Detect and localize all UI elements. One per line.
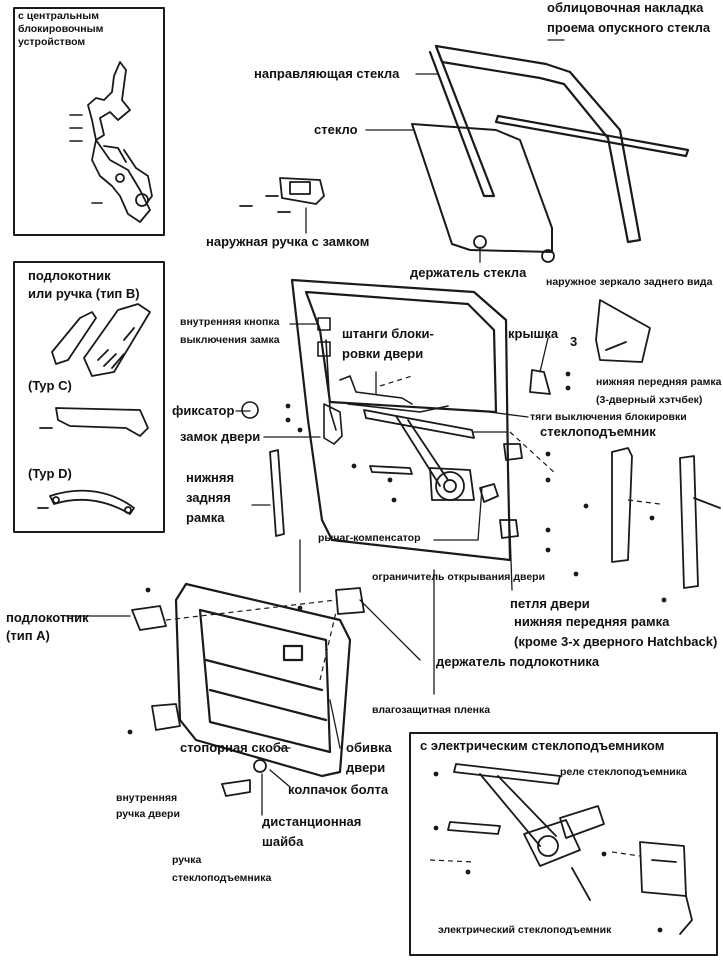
label-glass-guide: направляющая стекла xyxy=(254,66,400,81)
central-lock-mechanism xyxy=(87,61,153,223)
label-spacer-2: шайба xyxy=(262,834,304,849)
label-outer-handle: наружная ручка с замком xyxy=(206,234,370,249)
screw-icon xyxy=(127,371,667,933)
label-glass: стекло xyxy=(314,122,358,137)
label-door-lock: замок двери xyxy=(180,429,261,444)
label-rear-mirror: наружное зеркало заднего вида xyxy=(546,276,713,288)
label-facing-1: облицовочная накладка xyxy=(547,0,704,15)
label-compensator: рычаг-компенсатор xyxy=(318,532,421,544)
label-inner-handle-1: внутренняя xyxy=(116,792,178,804)
screw-icon xyxy=(69,114,103,204)
lower-front-frame xyxy=(611,447,721,589)
label-door-check: ограничитель открывания двери xyxy=(372,571,546,583)
armrest-type-b xyxy=(51,303,151,377)
door-lock-rods xyxy=(241,317,449,445)
power-window-regulator xyxy=(447,763,581,867)
label-power-relay: реле стеклоподъемника xyxy=(560,766,687,778)
armrest-type-a xyxy=(131,605,167,631)
door-hinge xyxy=(479,443,523,539)
motor xyxy=(559,805,605,901)
armrest-type-d xyxy=(37,489,135,515)
label-armrest-b-2: или ручка (тип B) xyxy=(28,286,140,301)
label-facing-2: проема опускного стекла xyxy=(547,20,711,35)
label-lower-rear-1: нижняя xyxy=(186,470,235,485)
label-window-regulator: стеклоподъемник xyxy=(540,424,656,439)
label-moisture-film: влагозащитная пленка xyxy=(372,704,491,716)
label-inner-lock-2: выключения замка xyxy=(180,334,280,346)
power-window-inset-box xyxy=(409,732,718,956)
label-glass-holder: держатель стекла xyxy=(410,265,527,280)
label-typ-c: (Typ C) xyxy=(28,378,72,393)
label-unlock-rods: тяги выключения блокировки xyxy=(530,411,687,423)
door-trim-panel xyxy=(174,582,352,778)
label-num-3: 3 xyxy=(570,334,578,349)
label-door-trim-1: обивка xyxy=(346,740,392,755)
label-door-trim-2: двери xyxy=(346,760,386,775)
armrest-holder xyxy=(335,587,365,615)
label-door-hinge: петля двери xyxy=(510,596,590,611)
label-armrest-b-1: подлокотник xyxy=(28,268,111,283)
window-regulator xyxy=(363,409,475,501)
armrest-types-inset-box xyxy=(13,261,165,533)
label-lower-front-2: (кроме 3-х дверного Hatchback) xyxy=(514,634,718,649)
inner-door-handle xyxy=(151,703,181,731)
label-inner-lock-1: внутренняя кнопка xyxy=(180,316,280,328)
label-cover: крышка xyxy=(508,326,559,341)
lower-rear-frame xyxy=(269,449,285,537)
regulator-handle xyxy=(221,779,251,797)
label-lower-front-1: нижняя передняя рамка xyxy=(514,614,670,629)
label-power-window-title: с электрическим стеклоподъемником xyxy=(420,738,665,753)
label-central-lock-3: устройством xyxy=(18,36,86,48)
label-central-lock-2: блокировочным xyxy=(18,23,104,35)
label-retainer: фиксатор xyxy=(172,403,235,418)
label-inner-handle-2: ручка двери xyxy=(116,808,180,820)
label-regulator-handle-2: стеклоподъемника xyxy=(172,872,272,884)
label-central-lock-1: с центральным xyxy=(18,10,99,22)
relay-box xyxy=(639,841,693,935)
label-lower-front-3d-1: нижняя передняя рамка xyxy=(596,376,722,388)
label-lock-rods-2: ровки двери xyxy=(342,346,424,361)
label-spacer-1: дистанционная xyxy=(262,814,362,829)
label-armrest-a-2: (тип A) xyxy=(6,628,50,643)
leader-lines xyxy=(65,39,565,816)
label-lower-front-3d-2: (3-дверный хэтчбек) xyxy=(596,394,703,406)
central-lock-inset-box xyxy=(13,7,165,236)
label-bolt-cap: колпачок болта xyxy=(288,782,389,797)
label-lower-rear-3: рамка xyxy=(186,510,225,525)
outer-handle xyxy=(239,177,325,213)
label-regulator-handle-1: ручка xyxy=(172,854,202,866)
label-lower-rear-2: задняя xyxy=(186,490,231,505)
label-typ-d: (Typ D) xyxy=(28,466,72,481)
label-lock-clip: стопорная скоба xyxy=(180,740,289,755)
glass-panel xyxy=(411,123,553,253)
armrest-type-c xyxy=(39,407,149,437)
label-armrest-a-1: подлокотник xyxy=(6,610,89,625)
window-frame xyxy=(428,44,690,244)
label-armrest-holder: держатель подлокотника xyxy=(436,654,600,669)
label-lock-rods-1: штанги блоки- xyxy=(342,326,434,341)
label-power-regulator: электрический стеклоподъемник xyxy=(438,924,612,936)
